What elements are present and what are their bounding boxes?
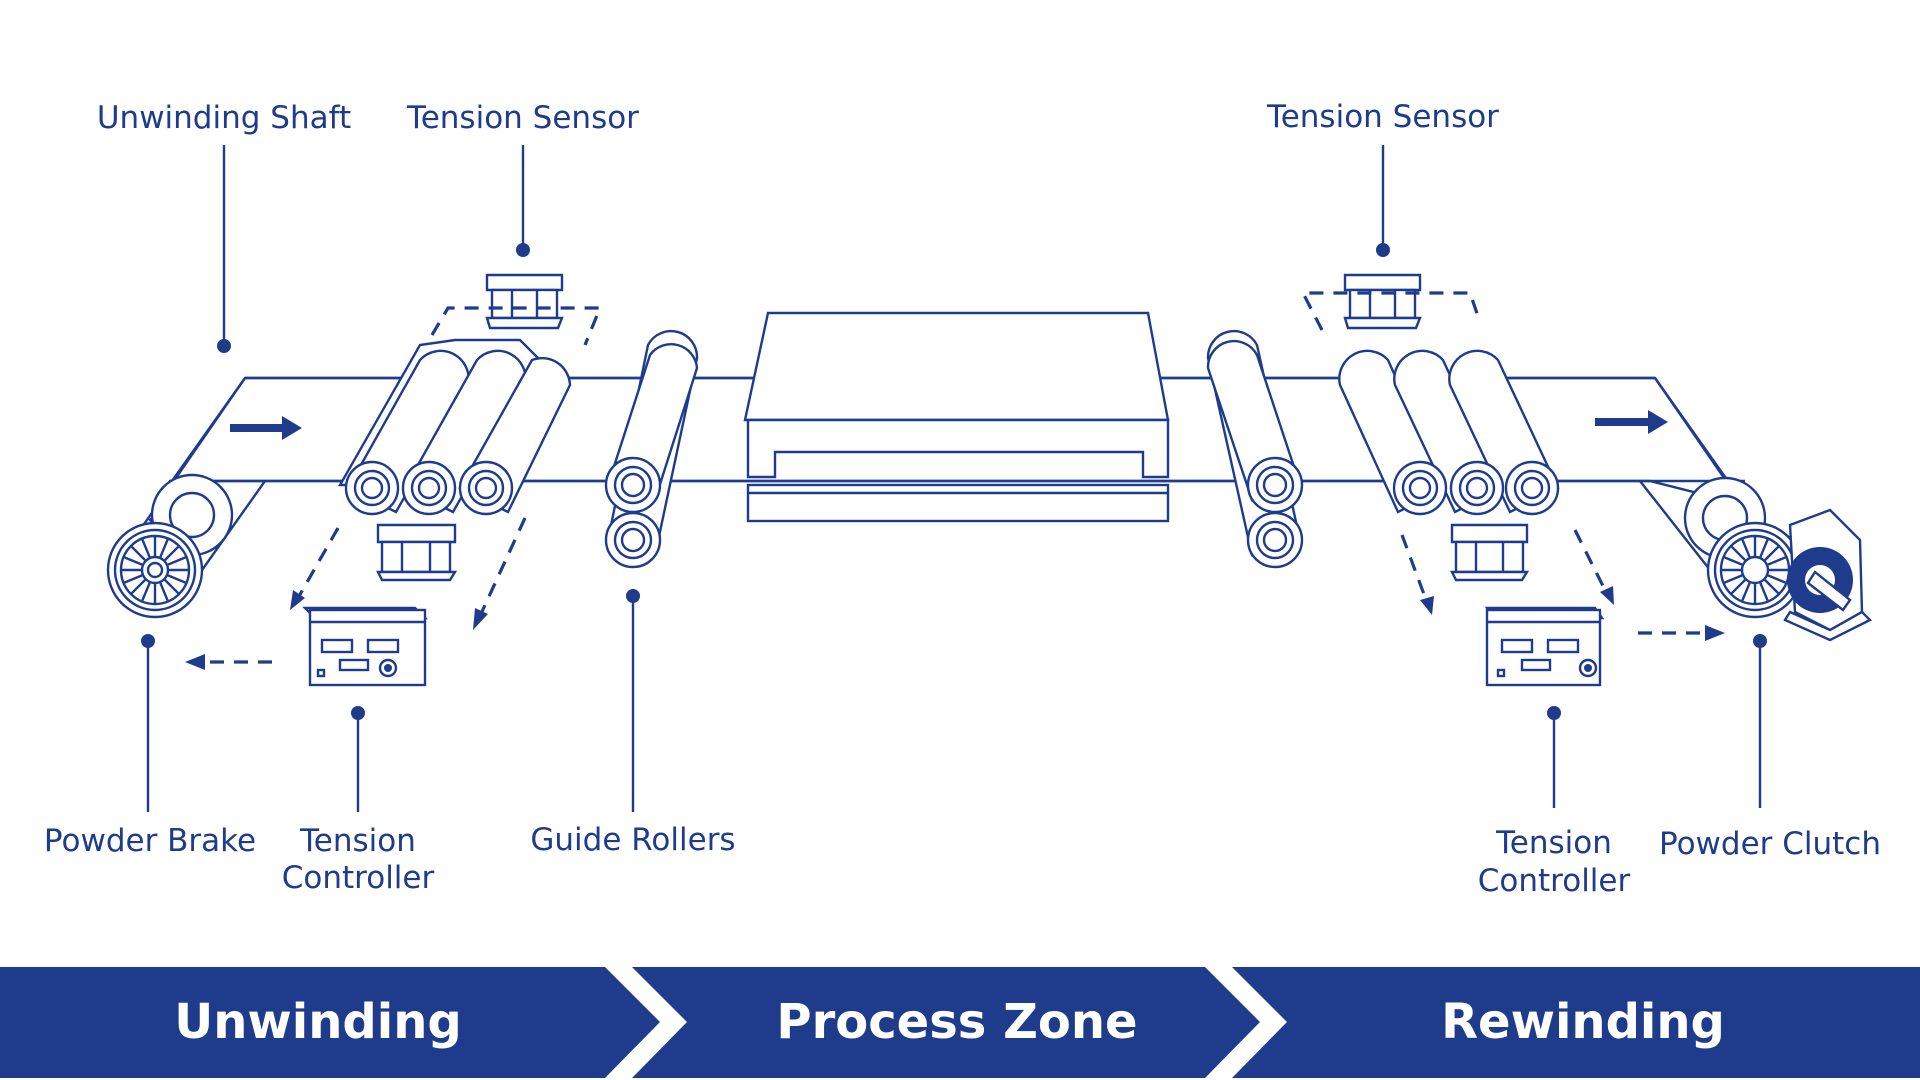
stage-label-process-zone: Process Zone [776,994,1137,1050]
reel-spoke [141,539,151,558]
stage-label-unwinding: Unwinding [174,994,461,1050]
reel-spoke [159,539,169,558]
reel-spoke [124,574,143,584]
right-tension-controller-device [1484,606,1605,687]
left-tension-sensor-device [485,273,564,330]
reel-spoke [130,579,146,595]
label-unwinding-shaft: Unwinding Shaft [97,100,351,136]
label-powder-clutch: Powder Clutch [1659,826,1881,862]
reel-spoke [1741,539,1751,558]
right-load-cell-device [1450,523,1530,582]
label-tension-controller-right-line2: Controller [1478,863,1631,899]
left-tension-rollers [337,338,572,516]
reel-spoke [1724,574,1743,584]
stage-label-rewinding: Rewinding [1441,994,1725,1050]
reel-spoke [167,574,186,584]
reel-spoke [1764,545,1780,561]
reel-spoke [1767,574,1786,584]
web-direction-arrow-right [1595,410,1668,434]
right-tension-rollers [1338,349,1560,516]
reel-spoke [159,582,169,601]
reel-spoke [1724,556,1743,566]
reel-spoke [1730,545,1746,561]
reel-spoke [141,582,151,601]
reel-spoke [167,556,186,566]
reel-spoke [164,579,180,595]
signal-lines [185,291,1725,670]
reel-spoke [1759,539,1769,558]
label-guide-rollers: Guide Rollers [530,822,735,858]
rewinding-reel [1683,476,1804,619]
label-powder-brake: Powder Brake [44,823,256,859]
reel-spoke [130,545,146,561]
leader-lines [141,145,1767,812]
web-direction-arrow-left [230,416,302,440]
label-tension-sensor-right: Tension Sensor [1266,99,1499,135]
powder-clutch-unit [1783,508,1873,642]
stage-rewinding-chevron [1232,967,1920,1078]
reel-spoke [124,556,143,566]
label-tension-controller-left-line1: Tension [299,823,416,859]
reel-spoke [164,545,180,561]
stage-process-zone-chevron [632,967,1260,1078]
left-load-cell-device [376,523,458,582]
label-tension-sensor-left: Tension Sensor [406,100,639,136]
stage-unwinding-chevron [0,967,660,1078]
right-tension-sensor-device [1343,273,1422,330]
stage-band: Unwinding Process Zone Rewinding [0,967,1920,1078]
process-press [743,311,1170,523]
reel-spoke [1764,579,1780,595]
label-tension-controller-left-line2: Controller [282,860,435,896]
reel-spoke [1759,582,1769,601]
left-tension-controller-device [302,606,428,687]
left-guide-rollers [604,329,699,569]
reel-spoke [1730,579,1746,595]
label-tension-controller-right-line1: Tension [1495,825,1612,861]
reel-spoke [1767,556,1786,566]
right-guide-rollers [1206,329,1304,569]
unwinding-reel [106,473,234,619]
reel-spoke [1741,582,1751,601]
